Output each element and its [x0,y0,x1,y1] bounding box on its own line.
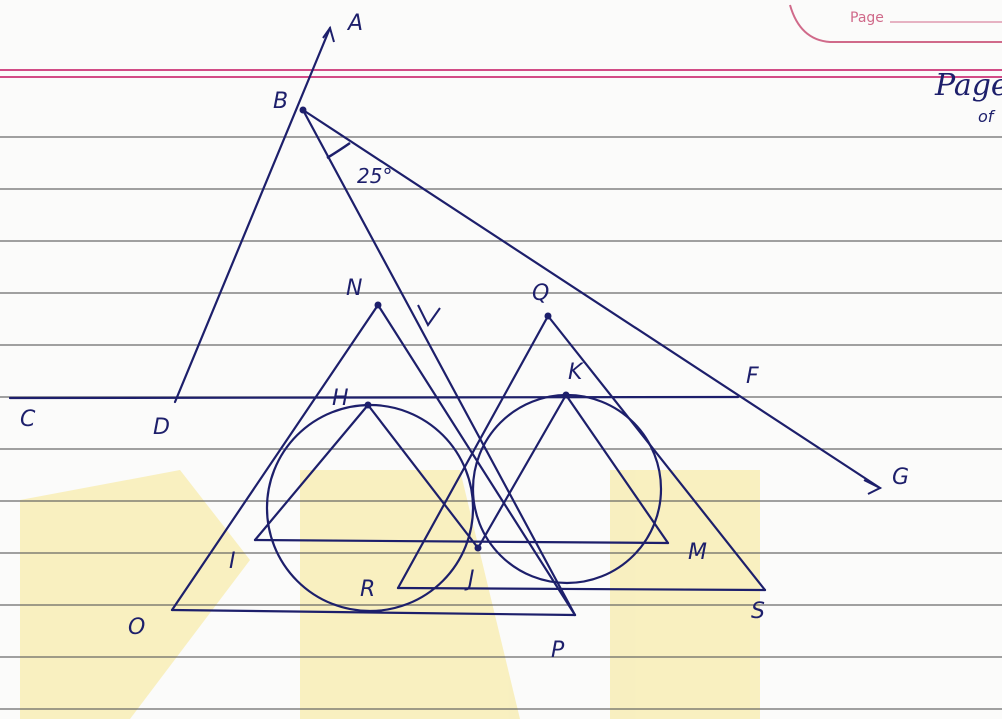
segment-km [564,393,670,545]
segment-da [173,26,332,404]
page-heading: Page [934,68,1002,103]
segment-bg [301,108,882,490]
segment-hi [253,403,370,542]
tick-mark [417,304,441,327]
page-tag-outline [789,4,1002,43]
label-a: A [346,11,363,36]
angle-arc [326,141,351,160]
label-b: B [273,89,288,114]
point-h [364,401,372,409]
page-heading-sub: of [978,107,996,126]
label-d: D [153,415,170,440]
segments-group [8,26,882,617]
point-k [562,391,570,399]
segment-np [376,303,577,617]
point-q [544,312,552,320]
label-f: F [746,364,759,389]
page-tag-label: Page [850,10,884,26]
point-j [474,544,482,552]
point-n [374,301,382,309]
segment-bp [301,108,577,617]
segment-hj [366,403,480,550]
label-k: K [568,360,584,385]
label-g: G [892,465,909,490]
arrow-g [863,479,883,495]
segment-on [170,303,380,612]
segment-kj [476,393,568,550]
label-r: R [360,577,375,602]
point-b [299,106,307,114]
points-group [299,106,570,552]
label-o: O [128,615,145,640]
label-s: S [751,599,765,624]
segment-rs [396,586,767,592]
label-p: P [551,638,565,663]
segment-qs [546,314,767,592]
label-c: C [20,407,36,432]
arrow-a [322,25,335,43]
label-h: H [332,386,349,411]
label-m: M [688,540,707,565]
segment-qr [396,314,550,590]
label-q: Q [532,281,549,306]
segment-op [170,608,577,617]
label-n: N [346,276,362,301]
label-i: I [229,549,236,574]
watermark-logo [20,470,760,719]
label-j: J [464,567,475,592]
labels-group: A B C D F G N Q H K I J M R S O P [20,11,909,663]
angle-label: 25° [357,164,392,188]
segment-cf [8,395,740,400]
segment-im [253,538,670,545]
